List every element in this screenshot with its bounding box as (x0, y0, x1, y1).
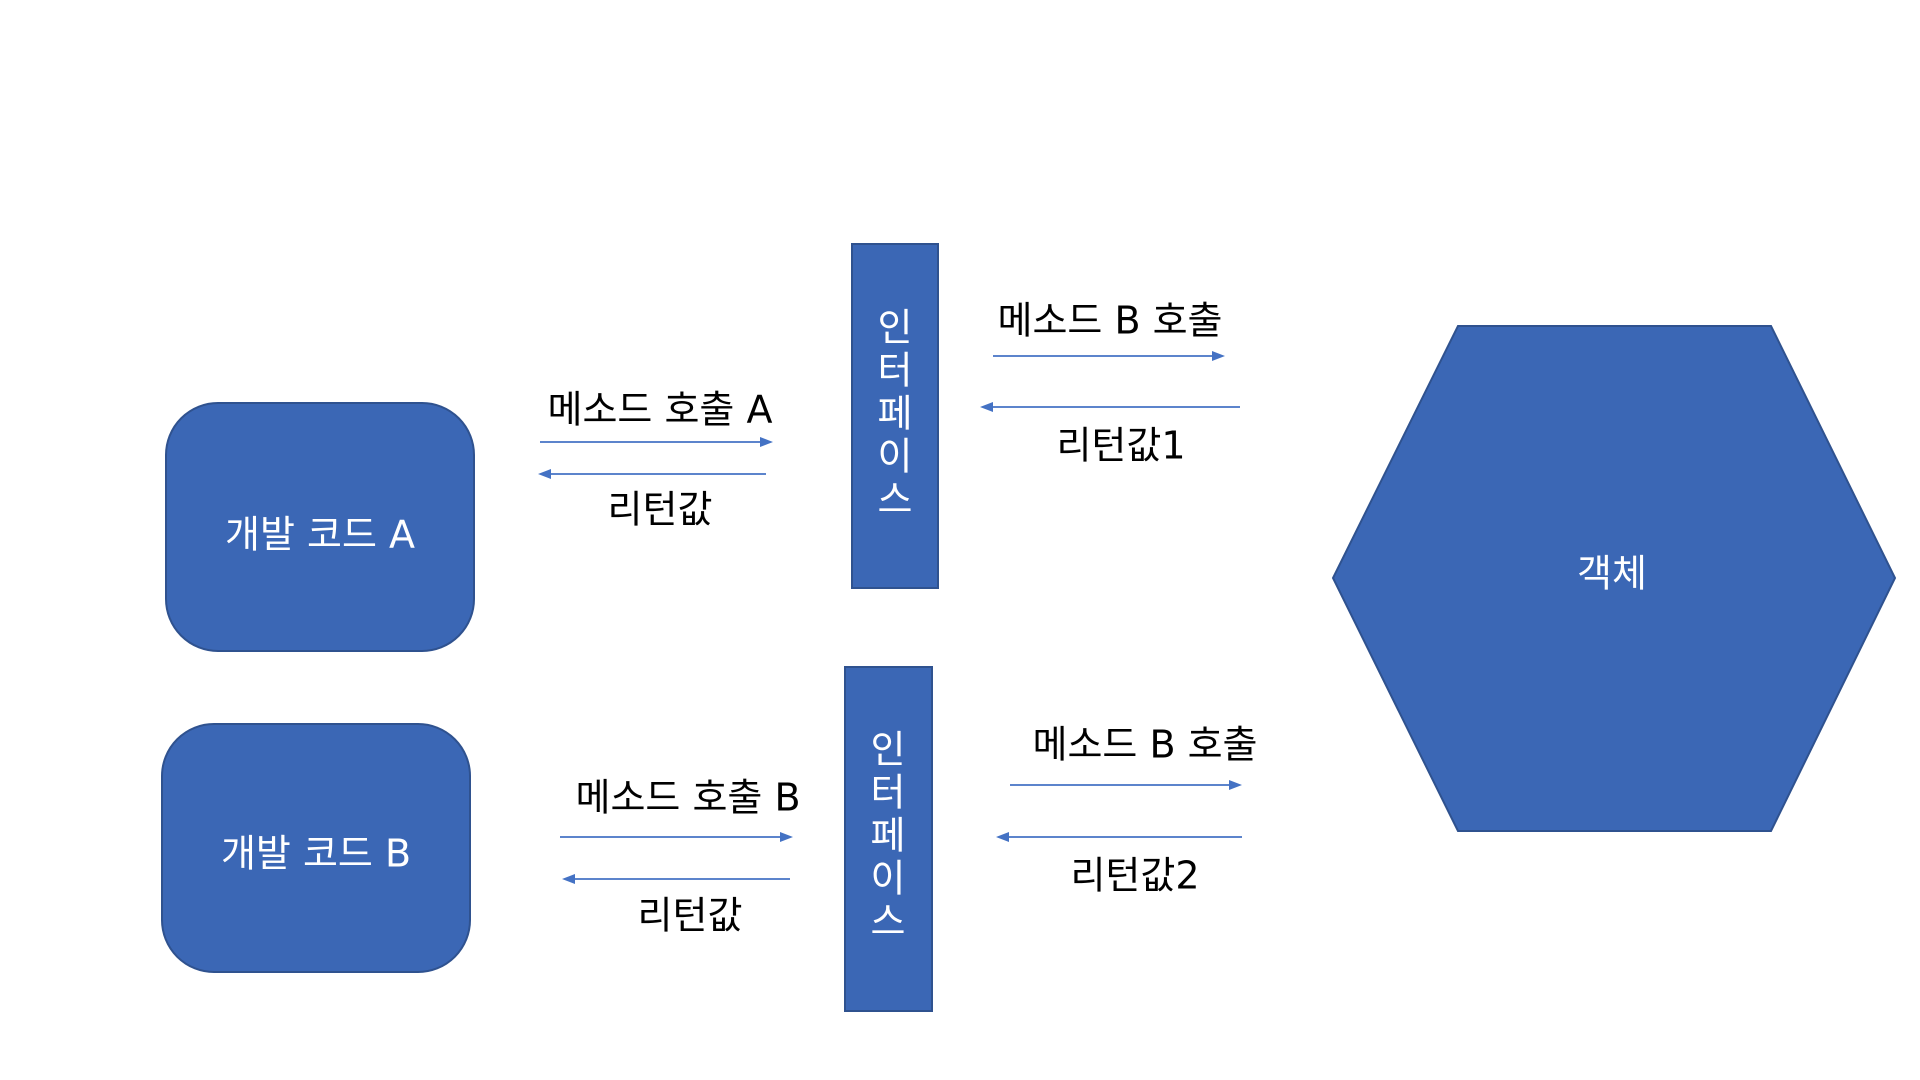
dev-code-b-node: 개발 코드 B (161, 723, 471, 973)
return-b-arrowhead (562, 874, 575, 884)
return-a-label: 리턴값 (608, 488, 713, 532)
interface-bottom-char: 이 (871, 857, 906, 901)
top-call-object-arrow (993, 351, 1225, 361)
interface-bottom-box (844, 666, 933, 1012)
return-a-arrowhead (538, 469, 551, 479)
top-call-object-arrowhead (1212, 351, 1225, 361)
call-a-arrow (540, 437, 773, 447)
call-b-arrowhead (780, 832, 793, 842)
interface-top-char: 스 (878, 478, 913, 522)
bottom-call-object-arrow (1010, 780, 1242, 790)
bottom-call-object-arrowhead (1229, 780, 1242, 790)
return-b-label: 리턴값 (638, 894, 743, 938)
interface-top-char: 터 (878, 349, 913, 393)
object-hexagon (1331, 325, 1897, 832)
interface-bottom-char: 스 (871, 900, 906, 944)
return-b-arrow (562, 874, 790, 884)
interface-bottom-char: 페 (871, 814, 906, 858)
dev-code-b-box (161, 723, 471, 973)
interface-top-char: 페 (878, 392, 913, 436)
bottom-call-object-label: 메소드 B 호출 (1032, 723, 1257, 767)
top-return-object-arrowhead (980, 402, 993, 412)
dev-code-b-label: 개발 코드 B (221, 832, 411, 876)
top-call-object-label: 메소드 B 호출 (997, 299, 1222, 343)
dev-code-a-node: 개발 코드 A (165, 402, 475, 652)
return-a-arrow (538, 469, 766, 479)
bottom-return-object-arrowhead (996, 832, 1009, 842)
interface-top-char: 인 (878, 306, 913, 350)
top-return-object-label: 리턴값1 (1056, 424, 1185, 468)
dev-code-a-box (165, 402, 475, 652)
object-label: 객체 (1577, 552, 1647, 596)
top-return-object-arrow (980, 402, 1240, 412)
call-a-arrowhead (760, 437, 773, 447)
dev-code-a-label: 개발 코드 A (225, 513, 415, 557)
interface-top-char: 이 (878, 435, 913, 479)
bottom-return-object-arrow (996, 832, 1242, 842)
call-a-label: 메소드 호출 A (548, 388, 773, 432)
call-b-arrow (560, 832, 793, 842)
interface-bottom-node: 인 터 페 이 스 (844, 666, 933, 1012)
interface-top-box (851, 243, 939, 589)
interface-top-node: 인 터 페 이 스 (851, 243, 939, 589)
interface-bottom-char: 인 (871, 728, 906, 772)
object-node: 객체 (1331, 325, 1897, 832)
bottom-return-object-label: 리턴값2 (1070, 854, 1199, 898)
call-b-label: 메소드 호출 B (575, 776, 800, 820)
interface-bottom-char: 터 (871, 771, 906, 815)
